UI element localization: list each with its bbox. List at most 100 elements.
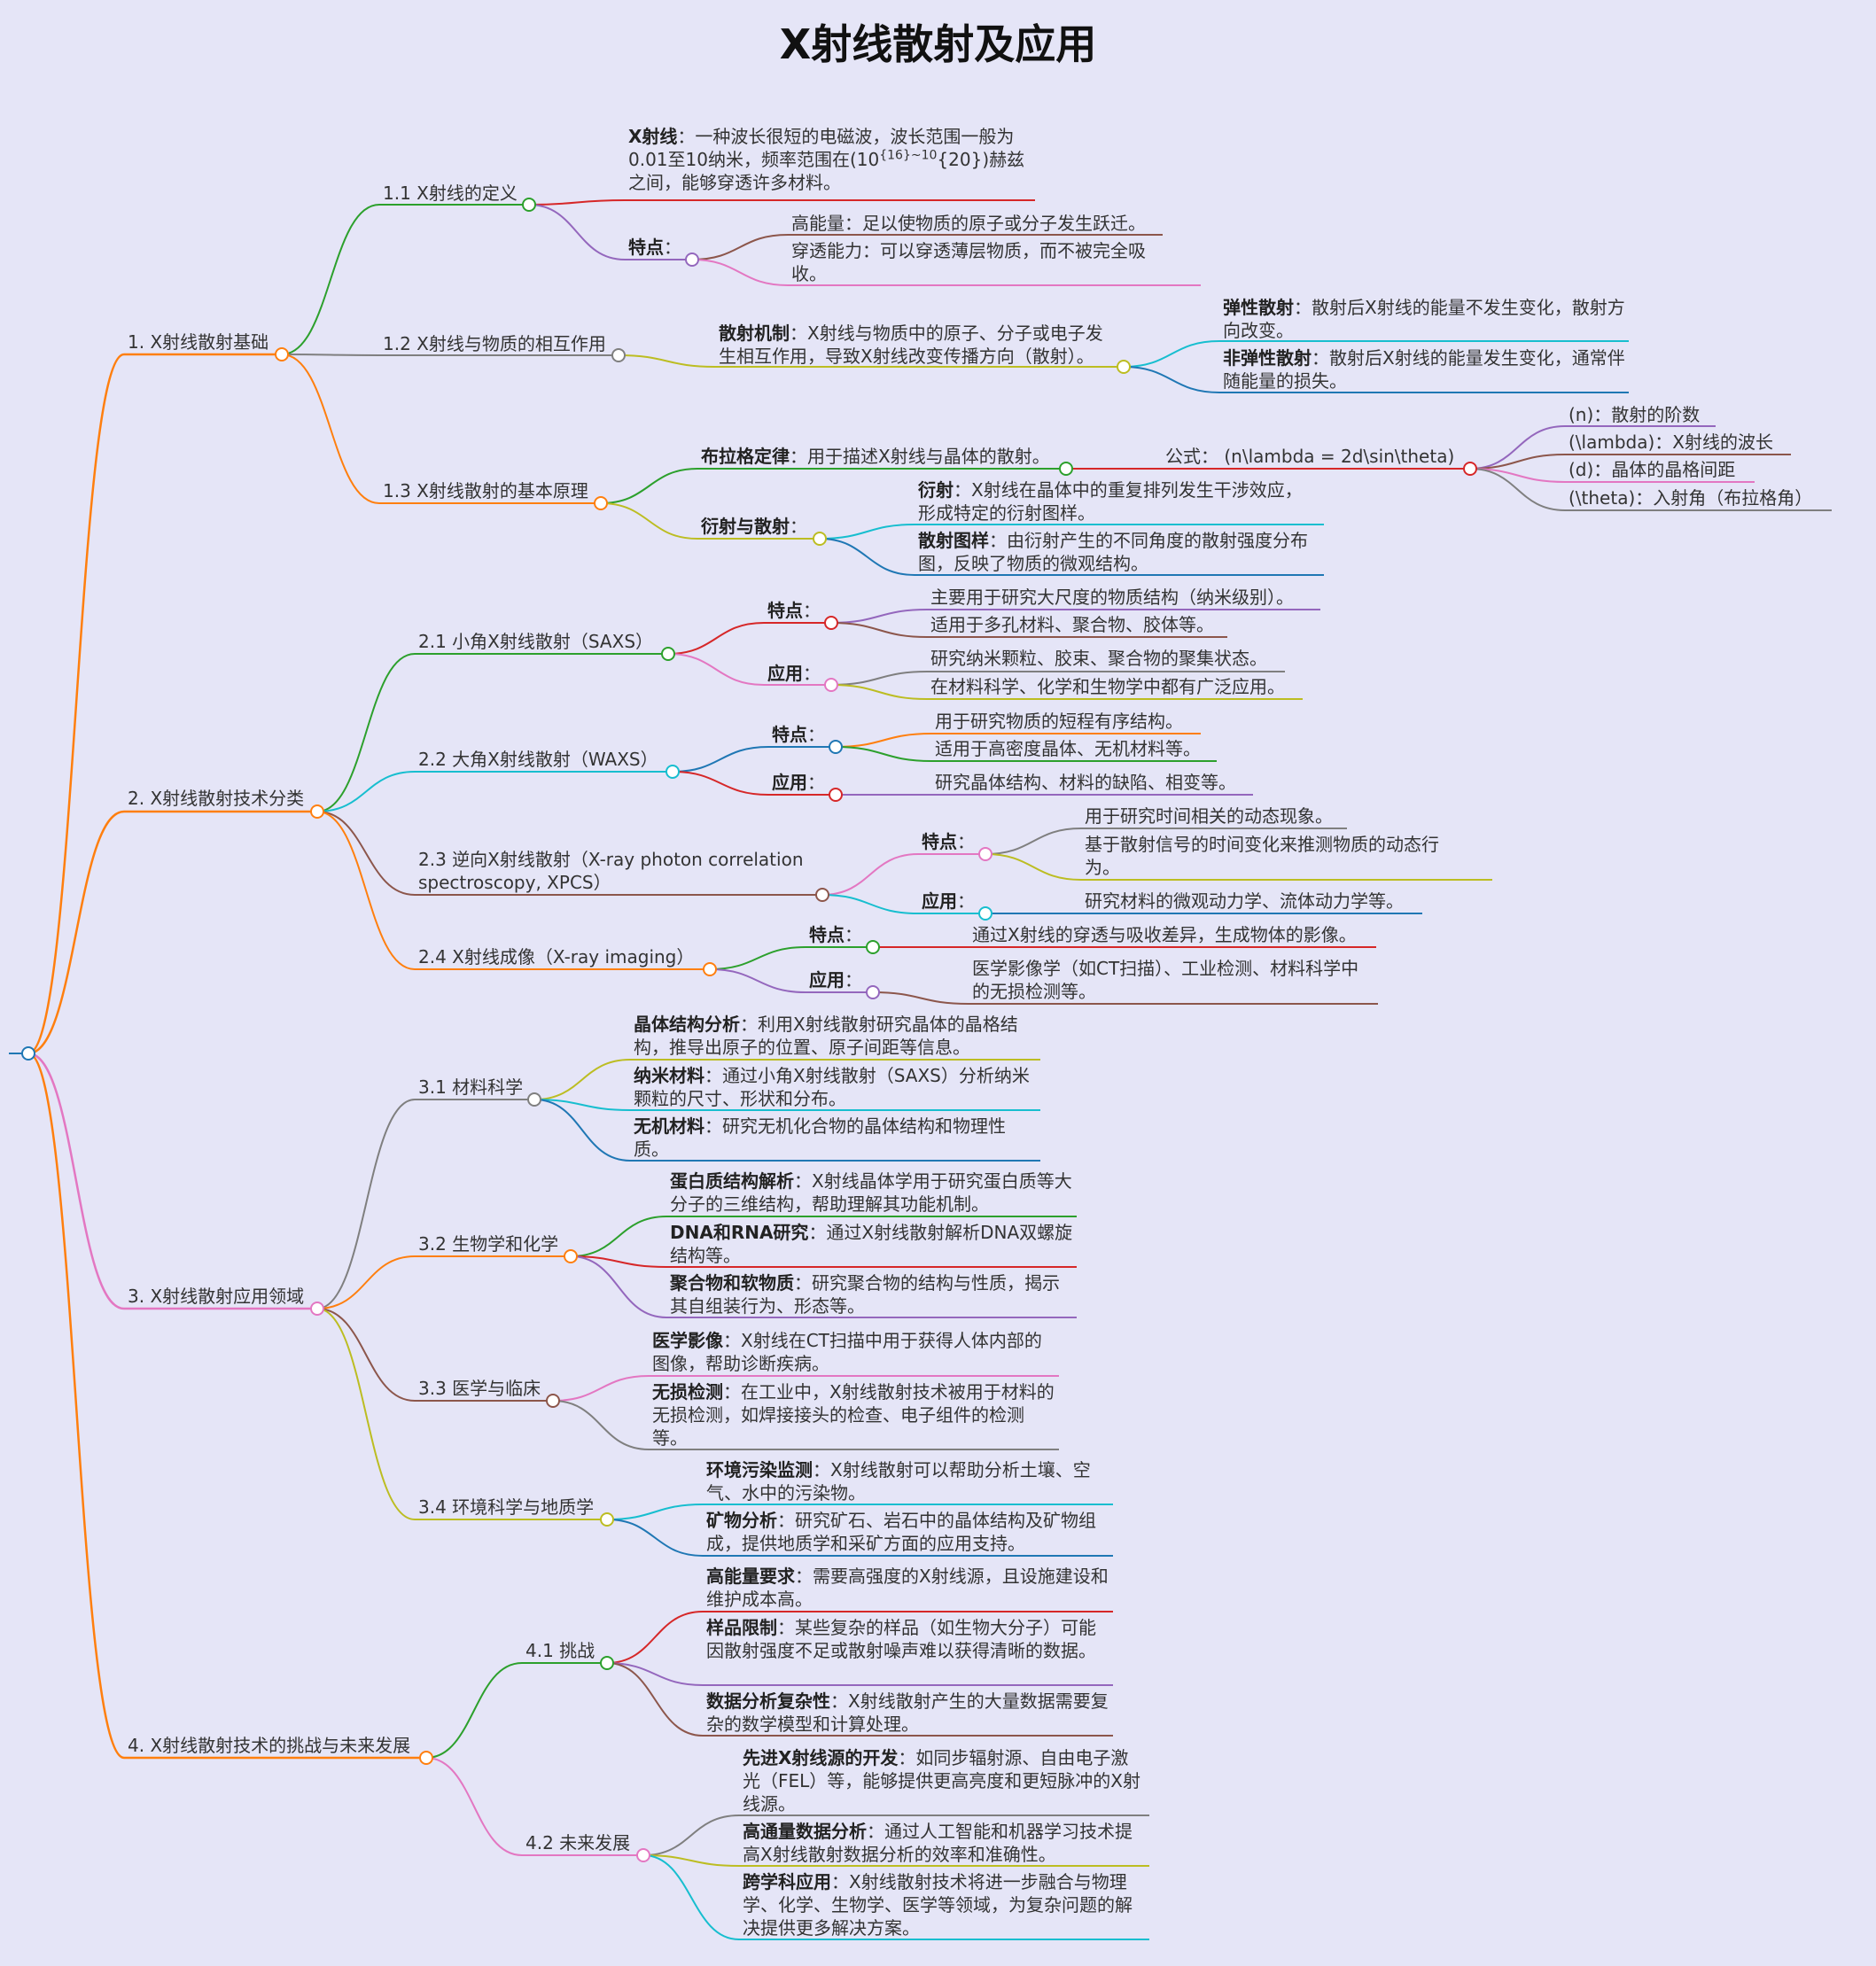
- leaf-text: ：用于描述X射线与晶体的散射。: [790, 446, 1050, 467]
- leaf-diffraction-scattering[interactable]: 衍射与散射：: [701, 515, 807, 538]
- leaf-key: 高能量要求: [706, 1566, 795, 1587]
- leaf-waxs-apps[interactable]: 应用：: [772, 771, 825, 794]
- leaf-pollution-monitoring[interactable]: 环境污染监测：X射线散射可以帮助分析土壤、空气、水中的污染物。: [706, 1458, 1109, 1504]
- branch-4-label[interactable]: 4. X射线散射技术的挑战与未来发展: [128, 1735, 411, 1756]
- leaf-text: ：: [790, 516, 807, 537]
- topic-1-3-label[interactable]: 1.3 X射线散射的基本原理: [383, 480, 588, 501]
- node-connector-dot: [666, 765, 680, 779]
- leaf-saxs-feature-1[interactable]: 主要用于研究大尺度的物质结构（纳米级别）。: [930, 587, 1294, 608]
- leaf-protein-structure[interactable]: 蛋白质结构解析：X射线晶体学用于研究蛋白质等大分子的三维结构，帮助理解其功能机制…: [670, 1169, 1073, 1216]
- connector-curve: [642, 1814, 740, 1856]
- leaf-inelastic-scattering[interactable]: 非弹性散射：散射后X射线的能量发生变化，通常伴随能量的损失。: [1223, 346, 1631, 392]
- leaf-bragg-formula[interactable]: 公式： (n\lambda = 2d\sin\theta): [1165, 446, 1455, 467]
- leaf-crystal-analysis[interactable]: 晶体结构分析：利用X射线散射研究晶体的晶格结构，推导出原子的位置、原子间距等信息…: [634, 1013, 1037, 1059]
- connector-curve: [528, 199, 626, 206]
- leaf-polymer-soft-matter[interactable]: 聚合物和软物质：研究聚合物的结构与性质，揭示其自组装行为、形态等。: [670, 1271, 1073, 1317]
- leaf-scattering-pattern[interactable]: 散射图样：由衍射产生的不同角度的散射强度分布图，反映了物质的微观结构。: [918, 529, 1317, 575]
- leaf-scattering-mechanism[interactable]: 散射机制：X射线与物质中的原子、分子或电子发生相互作用，导致X射线改变传播方向（…: [719, 322, 1117, 368]
- leaf-waxs-feature-1[interactable]: 用于研究物质的短程有序结构。: [935, 711, 1183, 732]
- leaf-var-lambda[interactable]: (\lambda)：X射线的波长: [1569, 431, 1773, 453]
- leaf-imaging-app-1[interactable]: 医学影像学（如CT扫描）、工业检测、材料科学中的无损检测等。: [972, 958, 1359, 1002]
- leaf-medical-imaging[interactable]: 医学影像：X射线在CT扫描中用于获得人体内部的图像，帮助诊断疾病。: [652, 1329, 1055, 1375]
- leaf-high-energy-demand[interactable]: 高能量要求：需要高强度的X射线源，且设施建设和维护成本高。: [706, 1565, 1109, 1611]
- leaf-key: X射线: [628, 126, 678, 147]
- leaf-nano-materials[interactable]: 纳米材料：通过小角X射线散射（SAXS）分析纳米颗粒的尺寸、形状和分布。: [634, 1064, 1037, 1110]
- leaf-diffraction[interactable]: 衍射：X射线在晶体中的重复排列发生干涉效应，形成特定的衍射图样。: [918, 478, 1317, 525]
- leaf-waxs-features[interactable]: 特点：: [772, 723, 825, 746]
- leaf-interdisciplinary[interactable]: 跨学科应用：X射线散射技术将进一步融合与物理学、化学、生物学、医学等领域，为复杂…: [743, 1870, 1146, 1939]
- topic-3-4-label[interactable]: 3.4 环境科学与地质学: [418, 1496, 595, 1518]
- node-connector-dot: [703, 962, 717, 976]
- connector-curve: [606, 1611, 704, 1664]
- connector-curve: [570, 1216, 667, 1257]
- topic-2-2-label[interactable]: 2.2 大角X射线散射（WAXS）: [418, 749, 658, 770]
- leaf-key: 弹性散射: [1223, 297, 1294, 318]
- leaf-data-complexity[interactable]: 数据分析复杂性：X射线散射产生的大量数据需要复杂的数学模型和计算处理。: [706, 1690, 1109, 1736]
- leaf-imaging-feature-1[interactable]: 通过X射线的穿透与吸收差异，生成物体的影像。: [972, 924, 1357, 945]
- leaf-text: ：利用X射线散射研究晶体的晶格结构，推导出原子的位置、原子间距等信息。: [634, 1014, 1018, 1058]
- leaf-imaging-features[interactable]: 特点：: [809, 923, 862, 946]
- leaf-penetration[interactable]: 穿透能力：可以穿透薄层物质，而不被完全吸收。: [791, 240, 1146, 284]
- leaf-key: 矿物分析: [706, 1510, 777, 1531]
- leaf-xpcs-apps[interactable]: 应用：: [922, 890, 975, 913]
- leaf-high-energy[interactable]: 高能量：足以使物质的原子或分子发生跃迁。: [791, 213, 1146, 234]
- leaf-inorganic-materials[interactable]: 无机材料：研究无机化合物的晶体结构和物理性质。: [634, 1115, 1037, 1161]
- node-connector-dot: [546, 1394, 560, 1408]
- branch-1-label[interactable]: 1. X射线散射基础: [128, 331, 269, 353]
- leaf-saxs-features[interactable]: 特点：: [767, 599, 821, 622]
- connector-curve: [27, 1052, 125, 1310]
- topic-3-1-label[interactable]: 3.1 材料科学: [418, 1076, 524, 1098]
- connector-curve: [819, 538, 915, 576]
- connector-curve: [316, 811, 416, 896]
- leaf-waxs-app-1[interactable]: 研究晶体结构、材料的缺陷、相变等。: [935, 772, 1236, 793]
- node-connector-dot: [1463, 462, 1477, 476]
- leaf-key: 散射图样: [918, 530, 989, 551]
- topic-4-1-label[interactable]: 4.1 挑战: [525, 1640, 595, 1661]
- leaf-var-n[interactable]: (n)：散射的阶数: [1569, 404, 1701, 425]
- leaf-saxs-apps[interactable]: 应用：: [767, 662, 821, 685]
- leaf-saxs-app-2[interactable]: 在材料科学、化学和生物学中都有广泛应用。: [930, 676, 1285, 697]
- leaf-var-theta[interactable]: (\theta)：入射角（布拉格角）: [1569, 487, 1813, 509]
- leaf-advanced-sources[interactable]: 先进X射线源的开发：如同步辐射源、自由电子激光（FEL）等，能够提供更高亮度和更…: [743, 1746, 1146, 1815]
- leaf-key: 应用: [772, 772, 807, 793]
- topic-1-1-label[interactable]: 1.1 X射线的定义: [383, 183, 518, 204]
- leaf-key: 应用: [767, 663, 803, 684]
- leaf-waxs-feature-2[interactable]: 适用于高密度晶体、无机材料等。: [935, 738, 1201, 759]
- leaf-xpcs-features[interactable]: 特点：: [922, 830, 975, 853]
- leaf-mineral-analysis[interactable]: 矿物分析：研究矿石、岩石中的晶体结构及矿物组成，提供地质学和采矿方面的应用支持。: [706, 1509, 1109, 1555]
- topic-2-3-label[interactable]: 2.3 逆向X射线散射（X-ray photon correlation spe…: [418, 849, 804, 893]
- leaf-xpcs-feature-2[interactable]: 基于散射信号的时间变化来推测物质的动态行为。: [1085, 834, 1439, 878]
- node-connector-dot: [978, 906, 992, 921]
- leaf-xpcs-feature-1[interactable]: 用于研究时间相关的动态现象。: [1085, 805, 1333, 827]
- leaf-imaging-apps[interactable]: 应用：: [809, 968, 862, 991]
- leaf-var-d[interactable]: (d)：晶体的晶格间距: [1569, 459, 1736, 480]
- leaf-saxs-app-1[interactable]: 研究纳米颗粒、胶束、聚合物的聚集状态。: [930, 648, 1267, 669]
- leaf-text: ：X射线在晶体中的重复排列发生干涉效应，形成特定的衍射图样。: [918, 479, 1303, 524]
- topic-3-3-label[interactable]: 3.3 医学与临床: [418, 1378, 541, 1399]
- connector-curve: [425, 1662, 523, 1759]
- topic-3-2-label[interactable]: 3.2 生物学和化学: [418, 1233, 559, 1255]
- leaf-key: 应用: [809, 969, 845, 991]
- leaf-dna-rna[interactable]: DNA和RNA研究：通过X射线散射解析DNA双螺旋结构等。: [670, 1221, 1073, 1267]
- leaf-sample-limits[interactable]: 样品限制：某些复杂的样品（如生物大分子）可能因散射强度不足或散射噪声难以获得清晰…: [706, 1616, 1109, 1662]
- branch-2-label[interactable]: 2. X射线散射技术分类: [128, 788, 305, 809]
- node-connector-dot: [1117, 360, 1131, 374]
- topic-4-2-label[interactable]: 4.2 未来发展: [525, 1832, 631, 1853]
- leaf-xray-definition[interactable]: X射线：一种波长很短的电磁波，波长范围一般为0.01至10纳米，频率范围在(10…: [628, 125, 1036, 194]
- leaf-xray-features[interactable]: 特点：: [628, 236, 681, 259]
- leaf-key: 蛋白质结构解析: [670, 1170, 794, 1192]
- connector-curve: [1469, 454, 1566, 470]
- connector-curve: [552, 1375, 650, 1402]
- leaf-xpcs-app-1[interactable]: 研究材料的微观动力学、流体动力学等。: [1085, 890, 1404, 912]
- topic-1-2-label[interactable]: 1.2 X射线与物质的相互作用: [383, 333, 606, 354]
- leaf-saxs-feature-2[interactable]: 适用于多孔材料、聚合物、胶体等。: [930, 614, 1214, 635]
- leaf-high-throughput[interactable]: 高通量数据分析：通过人工智能和机器学习技术提高X射线散射数据分析的效率和准确性。: [743, 1820, 1146, 1866]
- leaf-nondestructive-testing[interactable]: 无损检测：在工业中，X射线散射技术被用于材料的无损检测，如焊接接头的检查、电子组…: [652, 1380, 1055, 1449]
- connector-curve: [835, 733, 932, 748]
- leaf-elastic-scattering[interactable]: 弹性散射：散射后X射线的能量不发生变化，散射方向改变。: [1223, 296, 1631, 342]
- topic-2-4-label[interactable]: 2.4 X射线成像（X-ray imaging）: [418, 946, 695, 967]
- leaf-bragg-law[interactable]: 布拉格定律：用于描述X射线与晶体的散射。: [701, 445, 1050, 468]
- connector-curve: [316, 811, 416, 970]
- branch-3-label[interactable]: 3. X射线散射应用领域: [128, 1286, 305, 1307]
- topic-2-1-label[interactable]: 2.1 小角X射线散射（SAXS）: [418, 631, 654, 652]
